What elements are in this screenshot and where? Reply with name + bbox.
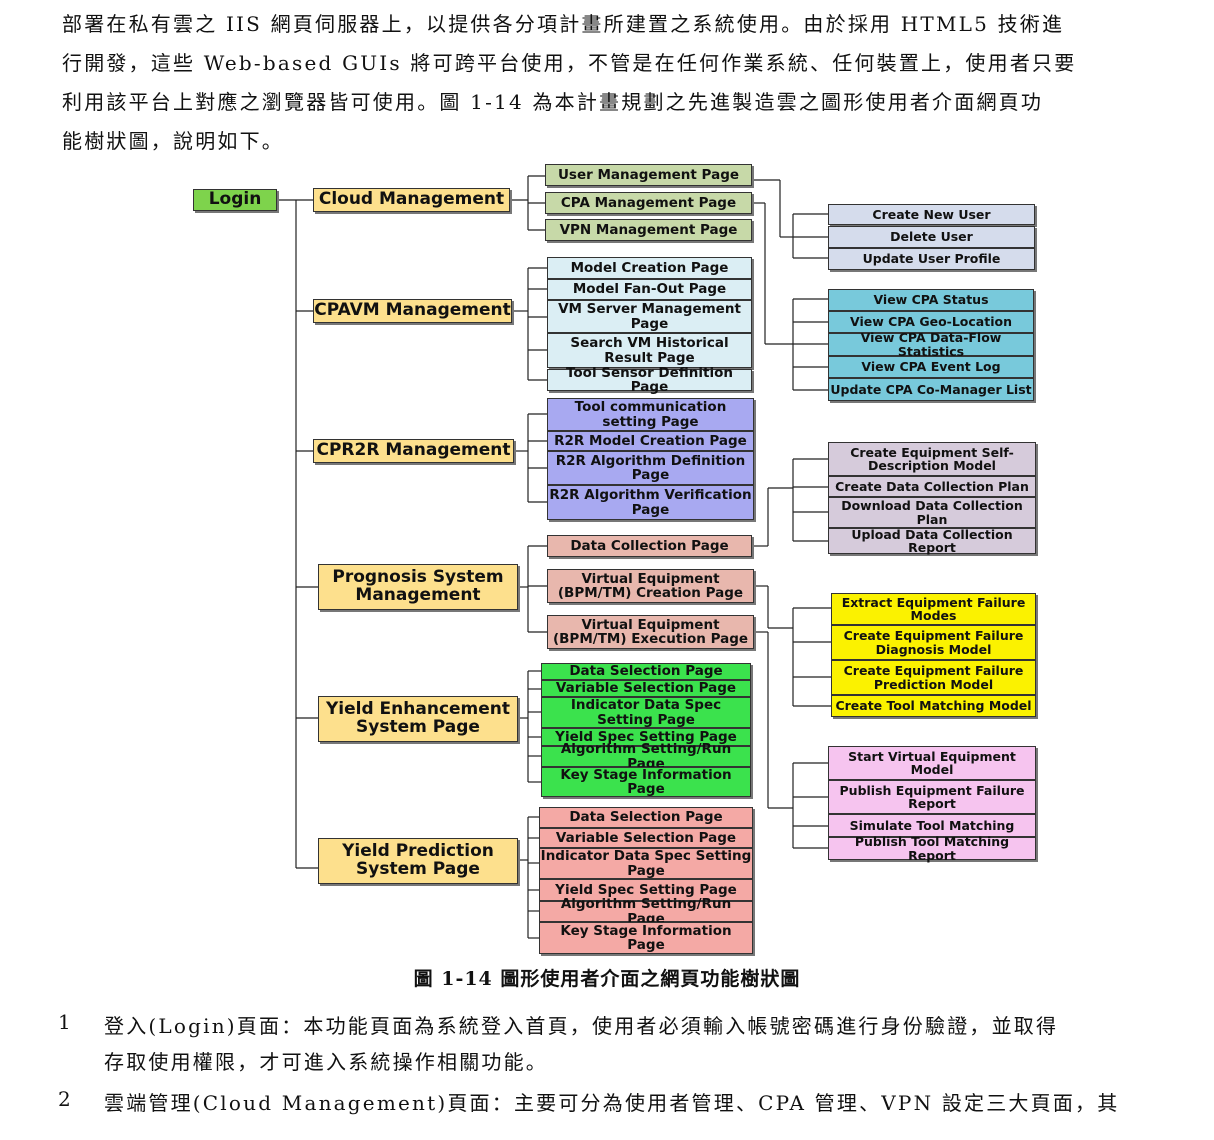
sub-node: Publish Tool Matching Report — [828, 835, 1036, 862]
page-node: Indicator Data Spec Setting Page — [541, 697, 751, 728]
sub-node: Delete User — [828, 226, 1035, 248]
sub-node: Update User Profile — [828, 248, 1035, 270]
sub-node: View CPA Event Log — [828, 356, 1034, 378]
page-node: CPA Management Page — [545, 192, 752, 214]
sub-node: Create New User — [828, 204, 1035, 225]
page-node: Virtual Equipment (BPM/TM) Creation Page — [547, 569, 754, 603]
intro-line: 部署在私有雲之 IIS 網頁伺服器上，以提供各分項計畫所建置之系統使用。由於採用… — [62, 12, 1065, 36]
page-node: Variable Selection Page — [541, 680, 751, 697]
intro-line: 能樹狀圖，說明如下。 — [62, 129, 284, 153]
cloud-management-node: Cloud Management — [313, 188, 510, 212]
page-node: Key Stage Information Page — [539, 922, 753, 954]
page-node: Tool communication setting Page — [547, 398, 754, 431]
page-node: Indicator Data Spec Setting Page — [539, 848, 753, 879]
page-node: Model Fan-Out Page — [547, 279, 752, 300]
page-node: User Management Page — [545, 164, 752, 186]
sub-node: Update CPA Co-Manager List — [828, 378, 1034, 401]
sub-node: Upload Data Collection Report — [828, 528, 1036, 554]
page-node: Search VM Historical Result Page — [547, 333, 752, 368]
page-node: Yield Spec Setting Page — [541, 728, 751, 746]
sub-node: View CPA Status — [828, 289, 1034, 311]
sub-node: Publish Equipment Failure Report — [828, 780, 1036, 814]
cpr2r-management-node: CPR2R Management — [313, 439, 514, 463]
page-node: R2R Algorithm Definition Page — [547, 451, 754, 485]
sub-node: Download Data Collection Plan — [828, 497, 1036, 528]
sub-node: Start Virtual Equipment Model — [828, 746, 1036, 780]
page-node: Algorithm Setting/Run Page — [541, 742, 751, 771]
yield-enhancement-node: Yield Enhancement System Page — [318, 696, 518, 742]
sub-node: Create Data Collection Plan — [828, 476, 1036, 497]
login-node: Login — [193, 189, 277, 211]
intro-line: 利用該平台上對應之瀏覽器皆可使用。圖 1-14 為本計畫規劃之先進製造雲之圖形使… — [62, 90, 1044, 114]
page-node: Key Stage Information Page — [541, 767, 751, 797]
list-item-line: 雲端管理(Cloud Management)頁面：主要可分為使用者管理、CPA … — [104, 1091, 1120, 1115]
list-item-line: 存取使用權限，才可進入系統操作相關功能。 — [104, 1050, 548, 1074]
page-node: Virtual Equipment (BPM/TM) Execution Pag… — [547, 615, 754, 649]
page-node: Data Selection Page — [539, 807, 753, 828]
page-node: VM Server Management Page — [547, 300, 752, 333]
page-node: R2R Algorithm Verification Page — [547, 485, 754, 520]
page-node: Model Creation Page — [547, 257, 752, 279]
yield-prediction-node: Yield Prediction System Page — [318, 838, 518, 884]
sub-node: Extract Equipment Failure Modes — [831, 593, 1036, 625]
page-node: VPN Management Page — [545, 219, 752, 241]
page-node: Variable Selection Page — [539, 828, 753, 848]
intro-line: 行開發，這些 Web-based GUIs 將可跨平台使用，不管是在任何作業系統… — [62, 51, 1077, 75]
page-node: Algorithm Setting/Run Page — [539, 897, 753, 926]
page-node: Tool Sensor Definition Page — [547, 366, 752, 394]
sub-node: View CPA Geo-Location — [828, 311, 1034, 333]
sub-node: Simulate Tool Matching — [828, 814, 1036, 837]
sub-node: Create Equipment Failure Prediction Mode… — [831, 660, 1036, 695]
page-node: Data Selection Page — [541, 663, 751, 680]
sub-node: Create Tool Matching Model — [831, 695, 1036, 717]
figure-caption: 圖 1-14 圖形使用者介面之網頁功能樹狀圖 — [413, 968, 801, 990]
list-number: 2 — [58, 1087, 71, 1111]
prognosis-management-node: Prognosis System Management — [318, 564, 518, 610]
page-node: R2R Model Creation Page — [547, 431, 754, 451]
sub-node: View CPA Data-Flow Statistics — [828, 331, 1034, 358]
sub-node: Create Equipment Self-Description Model — [828, 442, 1036, 476]
list-item-line: 登入(Login)頁面：本功能頁面為系統登入首頁，使用者必須輸入帳號密碼進行身份… — [104, 1014, 1059, 1038]
list-number: 1 — [58, 1010, 71, 1034]
page-node: Yield Spec Setting Page — [539, 879, 753, 901]
sub-node: Create Equipment Failure Diagnosis Model — [831, 625, 1036, 660]
page-node: Data Collection Page — [547, 535, 752, 557]
cpavm-management-node: CPAVM Management — [313, 299, 512, 323]
